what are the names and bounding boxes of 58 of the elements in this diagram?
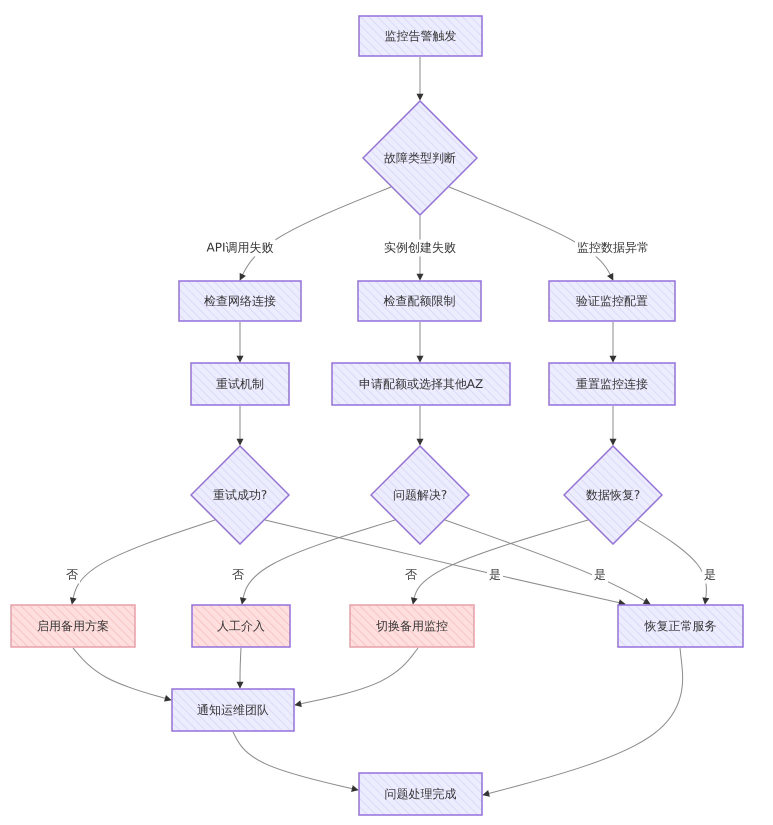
node-label: 通知运维团队: [197, 702, 269, 718]
arrow: [416, 406, 424, 446]
decision-diamond: [370, 445, 470, 545]
arrow: [482, 648, 684, 797]
process-box: [191, 604, 291, 648]
arrow: [410, 520, 588, 605]
node-label: 监控告警触发: [384, 28, 456, 44]
process-box: [190, 362, 290, 406]
node-label: 重试机制: [216, 376, 264, 392]
edge-label: 是: [702, 566, 718, 584]
arrow: [232, 732, 359, 792]
arrow: [416, 56, 424, 101]
edge-label: 否: [64, 566, 80, 584]
decision-diamond: [362, 100, 478, 216]
node-label: 检查网络连接: [204, 292, 276, 310]
process-box: [617, 604, 744, 648]
arrow: [610, 322, 616, 363]
node-label: 重试成功?: [212, 486, 268, 504]
process-box: [358, 772, 483, 816]
node-label: 检查配额限制: [384, 292, 456, 310]
node-label: 问题处理完成: [384, 786, 456, 802]
edge-label: 实例创建失败: [382, 240, 458, 256]
decision-diamond: [563, 445, 663, 545]
node-label: 启用备用方案: [37, 618, 109, 634]
arrow: [72, 648, 172, 702]
process-box: [358, 15, 483, 57]
arrow: [236, 648, 244, 689]
arrow: [294, 648, 418, 708]
arrow: [240, 520, 396, 605]
node-label: 切换备用监控: [376, 618, 448, 634]
edge-label: API调用失败: [204, 240, 276, 256]
node-label: 恢复正常服务: [644, 618, 716, 634]
process-box: [349, 604, 475, 648]
decision-diamond: [190, 445, 290, 545]
arrow: [70, 520, 216, 605]
arrow: [264, 520, 626, 606]
edge-label: 是: [592, 566, 608, 584]
arrow: [416, 322, 424, 363]
node-label: 问题解决?: [392, 486, 448, 504]
node-label: 重置监控连接: [576, 376, 648, 392]
node-label: 验证监控配置: [576, 292, 648, 310]
process-box: [178, 280, 302, 322]
node-label: 人工介入: [217, 618, 265, 634]
edge-label: 是: [487, 566, 503, 584]
process-box: [331, 362, 511, 406]
process-box: [171, 688, 295, 732]
arrow: [236, 406, 244, 446]
process-box: [548, 280, 676, 322]
arrow: [236, 322, 244, 363]
process-box: [548, 362, 676, 406]
arrow: [638, 520, 710, 605]
node-label: 申请配额或选择其他AZ: [358, 376, 484, 392]
process-box: [10, 604, 136, 648]
arrow: [610, 406, 616, 446]
node-label: 数据恢复?: [586, 486, 640, 504]
arrow: [444, 520, 651, 604]
node-label: 故障类型判断: [384, 150, 456, 166]
process-box: [357, 280, 482, 322]
